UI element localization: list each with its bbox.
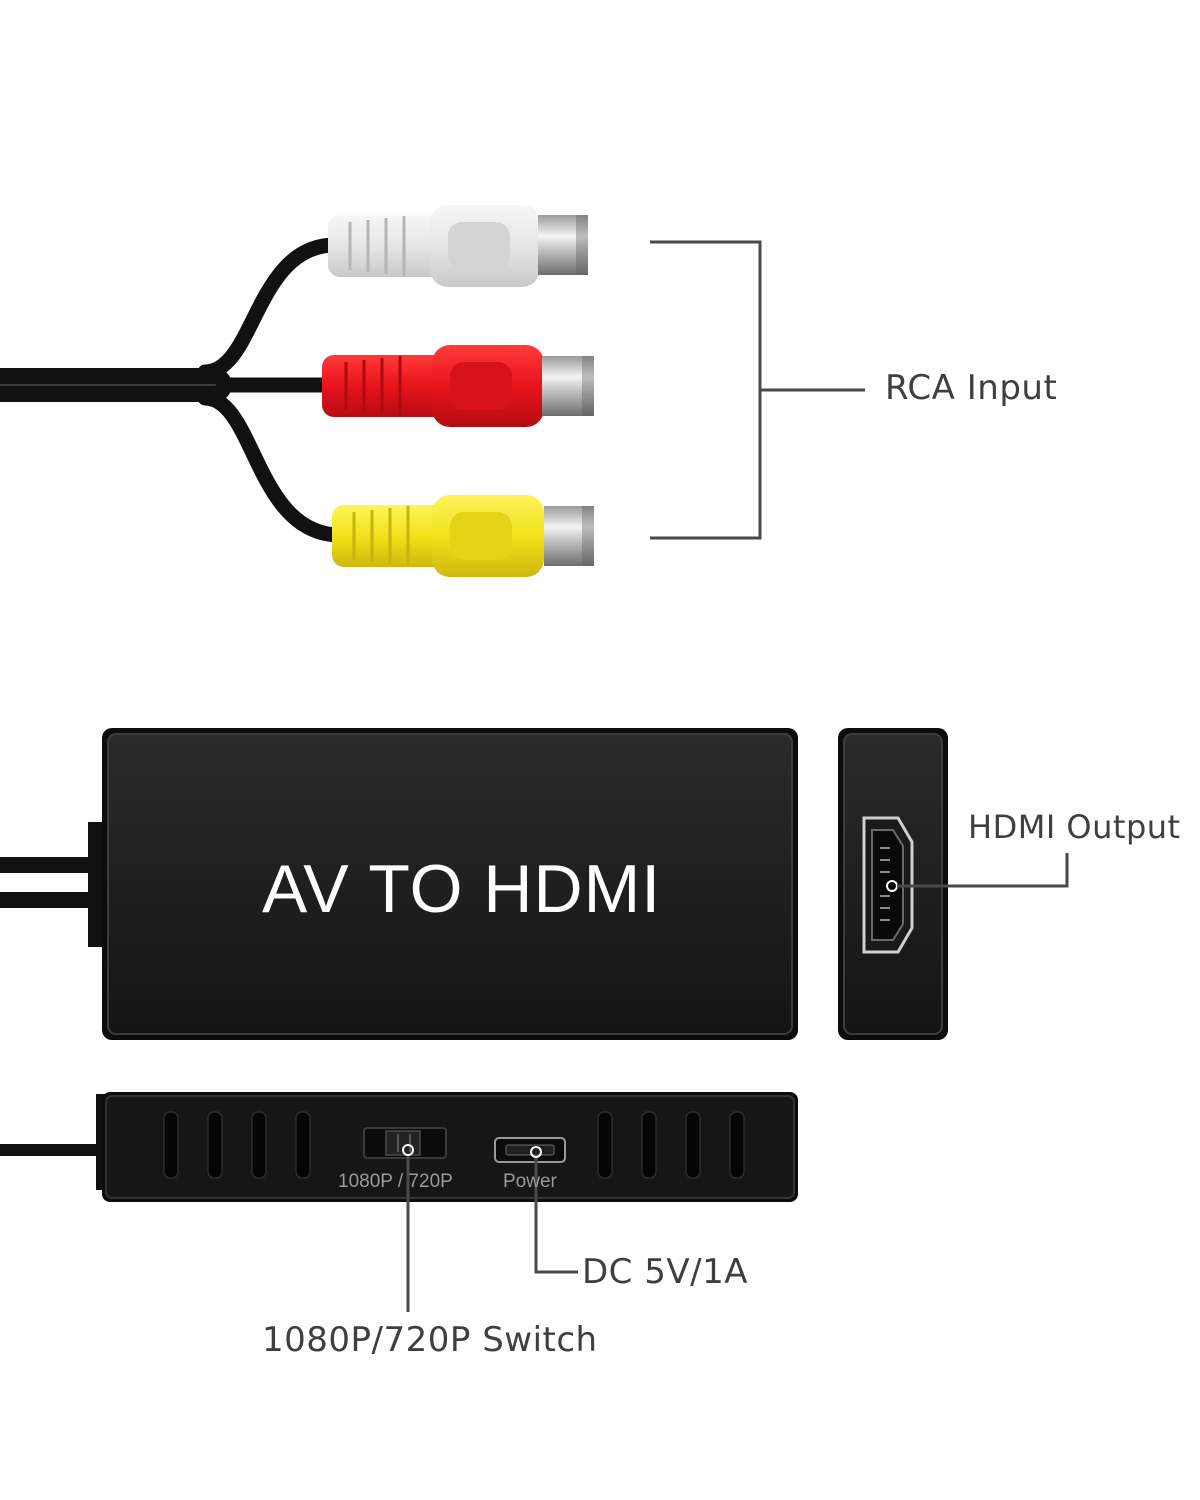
power-label: Power [503, 1171, 557, 1192]
dc-power-label: DC 5V/1A [582, 1252, 748, 1292]
device-top-label: AV TO HDMI [262, 851, 662, 927]
rca-callout-bracket [650, 240, 865, 540]
switch-callout-label: 1080P/720P Switch [262, 1320, 598, 1360]
converter-end-view [838, 728, 948, 1040]
micro-usb-port [494, 1137, 566, 1163]
switch-label: 1080P / 720P [338, 1171, 453, 1192]
cable-yellow [197, 390, 348, 543]
rca-connector-white [328, 205, 588, 287]
converter-top-view [0, 728, 798, 1040]
side-callout-lines [402, 1144, 578, 1312]
rca-connector-red [322, 345, 594, 427]
converter-side-view [0, 1092, 798, 1202]
cable-white [197, 237, 343, 380]
rca-connector-yellow [332, 495, 594, 577]
hdmi-callout-line [897, 853, 1069, 888]
rca-cables [0, 237, 348, 543]
vent-slots [163, 1111, 745, 1179]
rca-input-label: RCA Input [885, 368, 1058, 408]
hdmi-output-label: HDMI Output [968, 808, 1181, 846]
